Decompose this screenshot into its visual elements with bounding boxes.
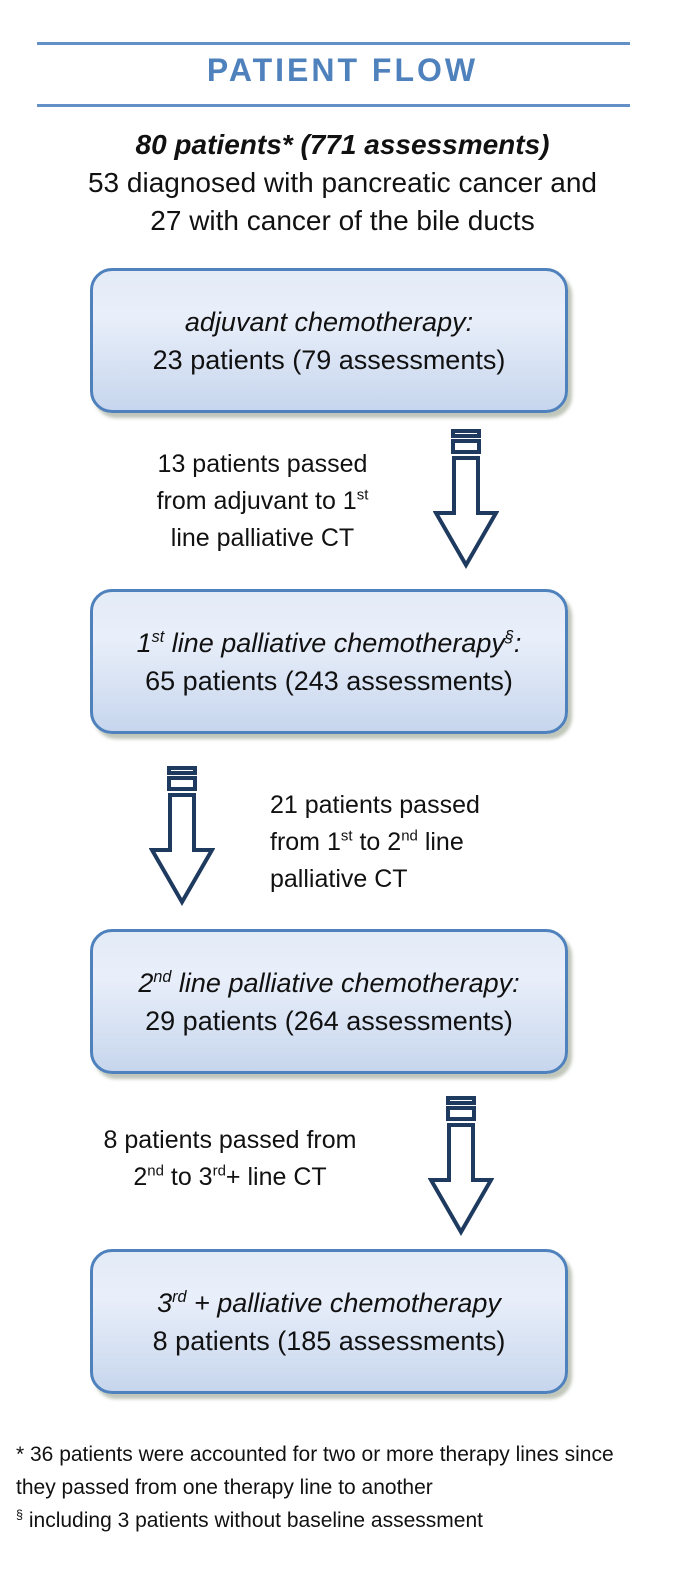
box-count: 29 patients (264 assessments) xyxy=(145,1005,513,1036)
footnote-asterisk: * 36 patients were accounted for two or … xyxy=(16,1443,614,1466)
box-count: 65 patients (243 assessments) xyxy=(145,665,513,696)
box-second-line-palliative: 2nd line palliative chemotherapy: 29 pat… xyxy=(90,929,568,1074)
page-title: PATIENT FLOW xyxy=(206,52,479,88)
title-divider-bottom xyxy=(37,104,630,107)
striped-down-arrow-icon xyxy=(433,427,499,569)
box-first-line-palliative: 1st line palliative chemotherapy§: 65 pa… xyxy=(90,589,568,734)
footnote-section: § including 3 patients without baseline … xyxy=(16,1508,483,1532)
box-adjuvant-chemotherapy: adjuvant chemotherapy: 23 patients (79 a… xyxy=(90,268,568,413)
box-title: 1st line palliative chemotherapy§: xyxy=(136,627,522,658)
title-divider-top xyxy=(37,42,630,45)
striped-down-arrow-icon xyxy=(428,1094,494,1236)
box-title: adjuvant chemotherapy: xyxy=(184,306,474,337)
summary-pancreatic: 53 diagnosed with pancreatic cancer and xyxy=(87,167,597,198)
box-title: 3rd + palliative chemotherapy xyxy=(157,1287,501,1318)
box-third-plus-palliative: 3rd + palliative chemotherapy 8 patients… xyxy=(90,1249,568,1394)
summary-bile-ducts: 27 with cancer of the bile ducts xyxy=(150,205,535,236)
connector-label-second-to-third: 8 patients passed from 2nd to 3rd+ line … xyxy=(103,1126,357,1191)
summary-total: 80 patients* (771 assessments) xyxy=(135,129,550,160)
cohort-summary: 80 patients* (771 assessments) 53 diagno… xyxy=(0,126,685,240)
footnote-asterisk-cont: they passed from one therapy line to ano… xyxy=(16,1476,433,1499)
box-count: 8 patients (185 assessments) xyxy=(152,1325,506,1356)
footnotes: * 36 patients were accounted for two or … xyxy=(16,1438,671,1537)
box-title: 2nd line palliative chemotherapy: xyxy=(138,967,520,998)
connector-label-adjuvant-to-first: 13 patients passed from adjuvant to 1st … xyxy=(156,450,369,552)
connector-label-first-to-second: 21 patients passed from 1st to 2nd line … xyxy=(270,791,480,893)
striped-down-arrow-icon xyxy=(149,764,215,906)
box-count: 23 patients (79 assessments) xyxy=(152,344,506,375)
